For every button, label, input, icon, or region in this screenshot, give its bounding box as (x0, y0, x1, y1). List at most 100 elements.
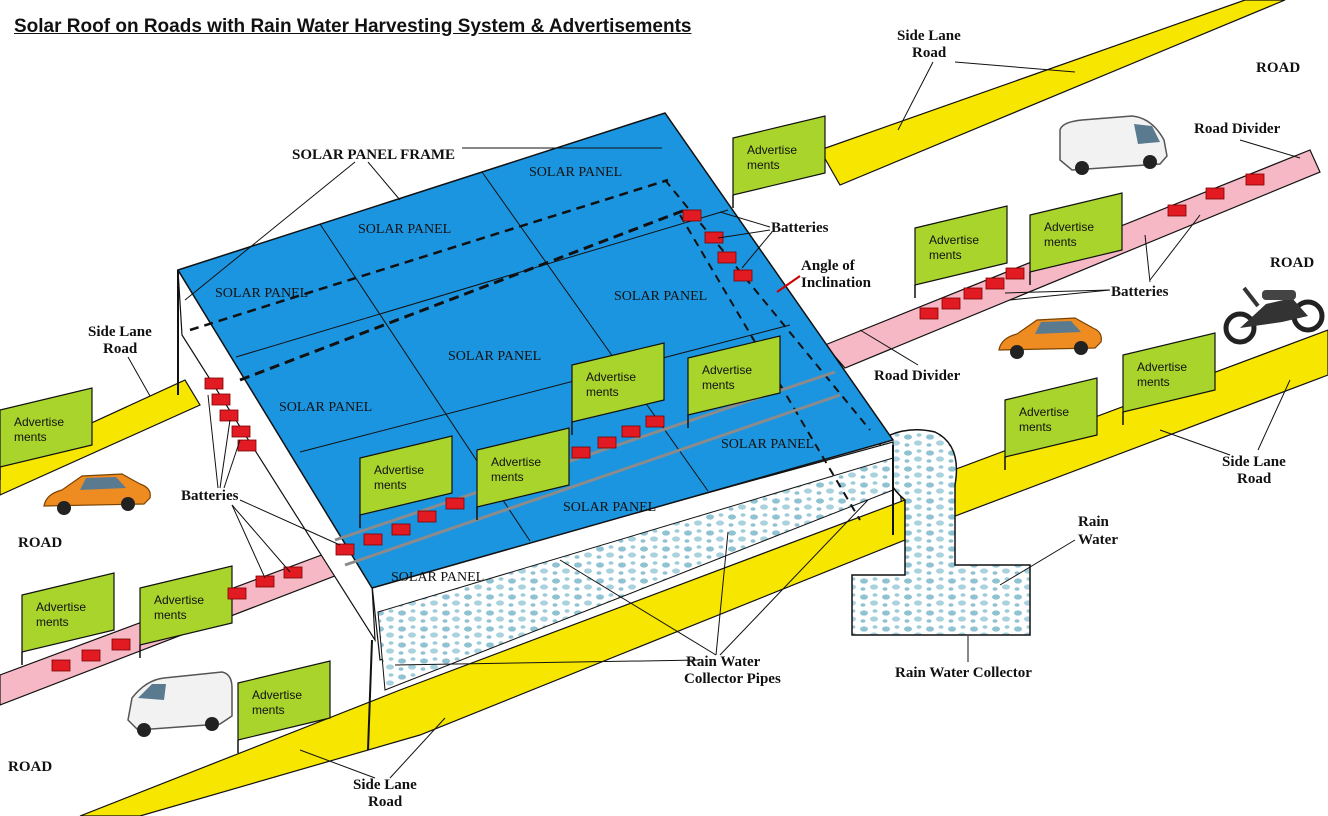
frame-leg (367, 639, 373, 751)
label-solar-panel: SOLAR PANEL (721, 437, 814, 452)
label-batteries-top: Batteries (771, 220, 829, 236)
battery-icon (1205, 187, 1225, 200)
label-road: ROAD (8, 759, 52, 775)
battery-icon (211, 393, 231, 406)
advertisement-label: Advertise (929, 233, 979, 247)
advertisement-board: Advertisements (237, 660, 331, 753)
label-side-lane-road-right: Road (1237, 471, 1272, 487)
advertisement-label: ments (491, 470, 524, 484)
battery-icon (283, 566, 303, 579)
battery-icon (391, 523, 411, 536)
advertisement-label: Advertise (14, 415, 64, 429)
car-icon (998, 317, 1102, 359)
motorcycle-icon (1223, 286, 1325, 345)
battery-icon (1005, 267, 1025, 280)
battery-icon (81, 649, 101, 662)
battery-icon (919, 307, 939, 320)
label-side-lane-road-top: Side Lane (897, 28, 961, 44)
battery-icon (219, 409, 239, 422)
battery-icon (645, 415, 665, 428)
advertisement-board: Advertisements (139, 565, 233, 658)
solar-roof-structure (177, 115, 894, 751)
label-solar-panel: SOLAR PANEL (529, 165, 622, 180)
label-side-lane-road-left: Road (103, 341, 138, 357)
advertisement-label: ments (1019, 420, 1052, 434)
advertisement-label: Advertise (586, 370, 636, 384)
label-rain-water-collector: Rain Water Collector (895, 665, 1032, 681)
advertisement-label: ments (1137, 375, 1170, 389)
battery-icon (963, 287, 983, 300)
advertisement-label: Advertise (154, 593, 204, 607)
battery-icon (204, 377, 224, 390)
side-lane-left (0, 379, 201, 496)
label-side-lane-road-right: Side Lane (1222, 454, 1286, 470)
battery-icon (941, 297, 961, 310)
advertisement-label: ments (929, 248, 962, 262)
advertisement-board: Advertisements (687, 335, 781, 428)
leader-lines (127, 61, 1301, 779)
advertisement-label: Advertise (491, 455, 541, 469)
car-icon (43, 473, 151, 515)
advertisement-board: Advertisements (1122, 332, 1216, 425)
label-collector-pipes: Rain Water (686, 654, 761, 670)
advertisement-label: ments (36, 615, 69, 629)
battery-icon (363, 533, 383, 546)
label-solar-panel: SOLAR PANEL (358, 222, 451, 237)
label-angle: Angle of (801, 258, 856, 274)
label-side-lane-road-bottom: Side Lane (353, 777, 417, 793)
label-road: ROAD (1256, 60, 1300, 76)
battery-icon (445, 497, 465, 510)
advertisement-label: ments (154, 608, 187, 622)
battery-icon (237, 439, 257, 452)
label-side-lane-road-left: Side Lane (88, 324, 152, 340)
battery-icon (111, 638, 131, 651)
advertisement-board: Advertisements (359, 435, 453, 528)
label-solar-panel: SOLAR PANEL (391, 570, 484, 585)
battery-icon (417, 510, 437, 523)
battery-icon (985, 277, 1005, 290)
side-lane-right (899, 329, 1328, 536)
label-rain-water: Water (1078, 532, 1118, 548)
advertisement-board: Advertisements (0, 387, 93, 480)
label-collector-pipes: Collector Pipes (684, 671, 781, 687)
label-solar-panel: SOLAR PANEL (279, 400, 372, 415)
advertisement-board: Advertisements (914, 205, 1008, 298)
battery-icon (597, 436, 617, 449)
advertisement-label: ments (586, 385, 619, 399)
advertisement-label: Advertise (36, 600, 86, 614)
label-solar-panel: SOLAR PANEL (563, 500, 656, 515)
vehicles (43, 115, 1325, 737)
diagram-title: Solar Roof on Roads with Rain Water Harv… (14, 16, 692, 37)
side-lane-far (819, 0, 1286, 186)
battery-icon (1245, 173, 1265, 186)
advertisement-label: Advertise (252, 688, 302, 702)
battery-icon (335, 543, 355, 556)
label-angle: Inclination (801, 275, 872, 291)
label-road-divider-mid: Road Divider (874, 368, 961, 384)
van-icon (1059, 115, 1168, 175)
label-rain-water: Rain (1078, 514, 1110, 530)
battery-icon (621, 425, 641, 438)
battery-icon (227, 587, 247, 600)
label-solar-panel: SOLAR PANEL (614, 289, 707, 304)
advertisement-board: Advertisements (571, 342, 665, 435)
advertisement-label: ments (1044, 235, 1077, 249)
battery-icon (571, 446, 591, 459)
advertisement-label: Advertise (702, 363, 752, 377)
advertisement-board: Advertisements (1029, 192, 1123, 285)
advertisement-label: Advertise (1137, 360, 1187, 374)
advertisement-label: Advertise (1044, 220, 1094, 234)
advertisement-board: Advertisements (476, 427, 570, 520)
battery-icon (733, 269, 753, 282)
advertisement-label: Advertise (747, 143, 797, 157)
advertisement-label: ments (252, 703, 285, 717)
battery-icon (1167, 204, 1187, 217)
label-side-lane-road-bottom: Road (368, 794, 403, 810)
advertisement-label: ments (702, 378, 735, 392)
text-labels: SOLAR PANEL FRAME SOLAR PANEL SOLAR PANE… (8, 28, 1314, 810)
label-side-lane-road-top: Road (912, 45, 947, 61)
battery-icon (231, 425, 251, 438)
label-solar-panel: SOLAR PANEL (215, 286, 308, 301)
